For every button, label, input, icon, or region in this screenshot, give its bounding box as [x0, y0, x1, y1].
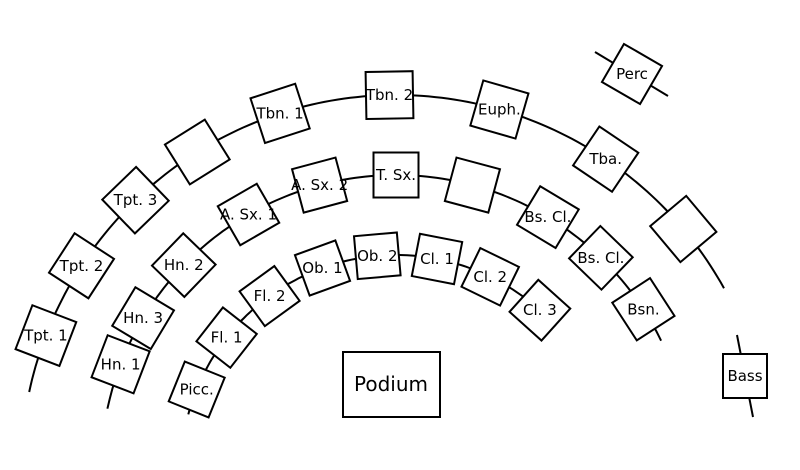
podium: Podium: [342, 351, 441, 418]
seat-box: [150, 231, 218, 299]
seat-label: Tpt. 3: [113, 191, 158, 209]
seat-box: [648, 194, 718, 264]
seat-label: Bs. Cl.: [524, 208, 571, 226]
seat-label: Tba.: [588, 150, 622, 168]
seat-box: [610, 276, 676, 342]
podium-box: [342, 351, 441, 418]
seat-box: [722, 353, 768, 399]
seat-box: [515, 184, 581, 250]
seat-label: Picc.: [180, 381, 214, 399]
seat-label: Ob. 2: [357, 247, 397, 265]
seat-label: Tbn. 2: [365, 86, 413, 104]
seat-middle-5: A. Sx. 2: [290, 156, 349, 214]
seats-layer: Picc. Fl. 1 Fl. 2 Ob. 1 Ob. 2 Cl. 1 Cl. 2 Cl. 3…: [14, 42, 768, 419]
seat-label: Bs. Cl.: [577, 249, 624, 267]
seat-middle-10: Bsn.: [610, 276, 676, 342]
seat-label: A. Sx. 2: [291, 176, 348, 194]
seat-inner-8: Cl. 3: [508, 278, 572, 342]
seat-box: [571, 125, 640, 194]
seat-outer-4: [163, 118, 232, 186]
seat-box: [163, 118, 232, 186]
seat-label: Bsn.: [627, 300, 659, 318]
seat-label: Hn. 2: [164, 256, 204, 274]
seat-middle-8: Bs. Cl.: [515, 184, 581, 250]
seat-outer-9: [648, 194, 718, 264]
seat-middle-1: Hn. 1: [90, 333, 151, 395]
seat-box: [14, 303, 78, 368]
seat-label: Fl. 1: [211, 329, 243, 347]
seat-box: [600, 42, 664, 106]
seat-label: Ob. 1: [302, 259, 342, 277]
seat-middle-7: [443, 156, 502, 214]
seat-box: [195, 306, 259, 370]
seat-box: [90, 333, 151, 395]
seat-outer-5: Tbn. 1: [249, 82, 311, 145]
seat-box: [364, 70, 415, 121]
seat-box: [508, 278, 572, 342]
seat-standalone-2: Bass: [722, 334, 768, 418]
seat-outer-1: Tpt. 1: [14, 303, 78, 368]
seat-middle-6: T. Sx.: [372, 151, 420, 199]
seat-box: [410, 232, 464, 286]
seat-box: [293, 239, 352, 297]
seat-label: A. Sx. 1: [220, 206, 277, 224]
seat-box: [460, 246, 521, 307]
seat-box: [110, 285, 176, 351]
seat-box: [290, 156, 349, 214]
seat-standalone-1: Perc: [594, 42, 669, 106]
seat-box: [167, 360, 226, 419]
seat-label: T. Sx.: [375, 166, 416, 184]
seat-outer-7: Euph.: [469, 79, 530, 140]
seat-box: [443, 156, 502, 214]
seat-label: Tbn. 1: [255, 104, 303, 122]
seat-inner-7: Cl. 2: [460, 246, 521, 307]
seat-middle-3: Hn. 2: [150, 231, 218, 299]
seat-box: [352, 231, 402, 281]
seat-outer-3: Tpt. 3: [100, 165, 171, 235]
seat-label: Hn. 3: [123, 309, 163, 327]
seat-inner-1: Picc.: [167, 360, 226, 419]
seat-label: Fl. 2: [254, 287, 286, 305]
seat-inner-2: Fl. 1: [195, 306, 259, 370]
seat-label: Tpt. 1: [23, 327, 68, 345]
seat-box: [372, 151, 420, 199]
seat-outer-2: Tpt. 2: [47, 231, 116, 300]
seat-label: Bass: [727, 367, 762, 385]
seat-outer-8: Tba.: [571, 125, 640, 194]
seat-label: Tpt. 2: [59, 257, 104, 275]
seat-inner-4: Ob. 1: [293, 239, 352, 297]
podium-label: Podium: [354, 372, 428, 396]
seat-middle-9: Bs. Cl.: [567, 224, 635, 292]
seat-label: Perc: [616, 65, 648, 83]
seat-inner-6: Cl. 1: [410, 232, 464, 286]
seat-middle-2: Hn. 3: [110, 285, 176, 351]
seat-label: Cl. 2: [473, 268, 507, 286]
seat-label: Euph.: [478, 101, 521, 119]
seat-inner-3: Fl. 2: [238, 264, 302, 328]
seat-box: [249, 82, 311, 145]
seat-box: [469, 79, 530, 140]
seat-outer-6: Tbn. 2: [364, 70, 415, 121]
seat-box: [567, 224, 635, 292]
seat-box: [216, 182, 281, 247]
seat-label: Cl. 3: [523, 301, 557, 319]
seat-box: [47, 231, 116, 300]
seat-middle-4: A. Sx. 1: [216, 182, 281, 247]
seat-label: Hn. 1: [101, 355, 141, 373]
seat-label: Cl. 1: [420, 250, 454, 268]
seat-inner-5: Ob. 2: [352, 231, 402, 281]
seat-box: [100, 165, 171, 235]
seat-box: [238, 264, 302, 328]
